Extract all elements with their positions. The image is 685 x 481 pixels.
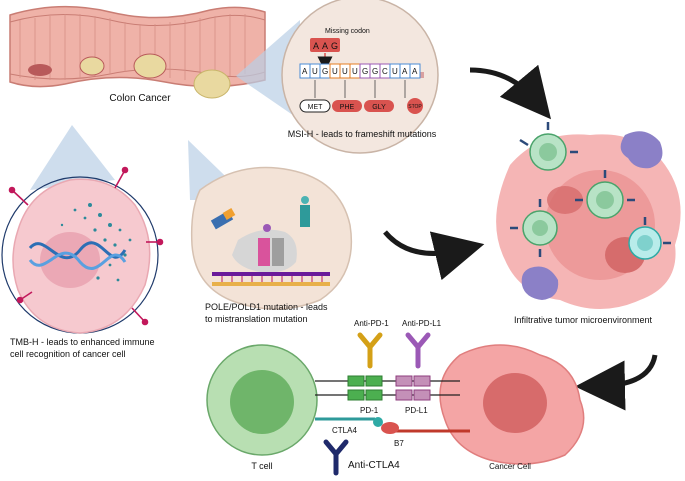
stop-sign-icon [407, 98, 423, 114]
infiltrative-caption: Infiltrative tumor microenvironment [514, 315, 653, 325]
pole-caption-line1: POLE/POLD1 mutation - leads [205, 302, 328, 312]
colon-illustration: Colon Cancer [9, 5, 266, 104]
codon-letter: U [352, 67, 358, 76]
codon-letter: A [302, 67, 308, 76]
immune-checkpoint: T cell Cancer Cell PD-1 PD-L1 Anti-PD-1 … [206, 319, 585, 476]
codon-letter: C [382, 67, 388, 76]
pole-panel: POLE/POLD1 mutation - leads to mistransl… [190, 166, 353, 324]
pd1-receptor [347, 375, 383, 401]
amino-acid-label: STOP [408, 104, 422, 110]
colon-cancer-label: Colon Cancer [109, 93, 171, 104]
cancer-cell-label: Cancer Cell [489, 462, 531, 471]
missing-letter: A [313, 41, 319, 51]
codon-strip: A U G U U U G G C U A A [299, 63, 421, 79]
tmb-h-caption-line2: cell recognition of cancer cell [10, 349, 126, 359]
amino-acid-label: PHE [340, 104, 355, 111]
amino-acid-label: GLY [372, 104, 386, 111]
amino-acid-met [299, 99, 331, 113]
msi-h-panel: A A G Missing codon A U G U U U G G [281, 0, 439, 154]
codon-letter: A [412, 67, 418, 76]
b7-label: B7 [394, 439, 404, 448]
tumor-microenvironment: Infiltrative tumor microenvironment [496, 122, 681, 325]
anti-pdl1-label: Anti-PD-L1 [402, 319, 442, 328]
anti-pd1-label: Anti-PD-1 [354, 319, 389, 328]
anti-pdl1-antibody-icon [405, 332, 431, 369]
pole-caption-line2: to mistranslation mutation [205, 314, 308, 324]
codon-letter: G [322, 67, 328, 76]
missing-codon-box [310, 38, 340, 52]
receptor-spikes [8, 166, 164, 326]
anti-pd1-antibody-icon [357, 332, 383, 369]
pdl1-label: PD-L1 [405, 406, 428, 415]
codon-letter: G [372, 67, 378, 76]
zoom-cone-tmb [30, 125, 115, 190]
codon-letter: U [332, 67, 338, 76]
amino-acid-gly [364, 100, 394, 112]
pd1-label: PD-1 [360, 406, 379, 415]
codon-letter: U [392, 67, 398, 76]
macrophage-icon [521, 131, 663, 300]
tmb-h-caption-line1: TMB-H - leads to enhanced immune [10, 337, 155, 347]
tmb-h-panel: TMB-H - leads to enhanced immune cell re… [1, 166, 164, 359]
missing-letter: A [322, 41, 328, 51]
amino-acid-phe [332, 100, 362, 112]
codon-letter: A [402, 67, 408, 76]
codon-letter: G [362, 67, 368, 76]
anti-ctla4-label: Anti-CTLA4 [348, 460, 400, 471]
antibody-receptors [510, 122, 671, 257]
missing-codon-label: Missing codon [325, 28, 370, 35]
polymerase-icon [258, 238, 270, 266]
pdl1-ligand [395, 375, 431, 401]
codon-letter: U [312, 67, 318, 76]
missing-letter: G [331, 41, 338, 51]
amino-acid-label: MET [308, 104, 324, 111]
curved-arrow-icon [383, 230, 485, 281]
ctla4-label: CTLA4 [332, 426, 357, 435]
codon-letter: U [342, 67, 348, 76]
curved-arrow-icon [575, 354, 658, 411]
t-cell-label: T cell [251, 461, 272, 471]
anti-ctla4-antibody-icon [323, 439, 349, 476]
msi-h-caption: MSI-H - leads to frameshift mutations [288, 129, 437, 139]
curved-arrow-icon [469, 64, 552, 120]
